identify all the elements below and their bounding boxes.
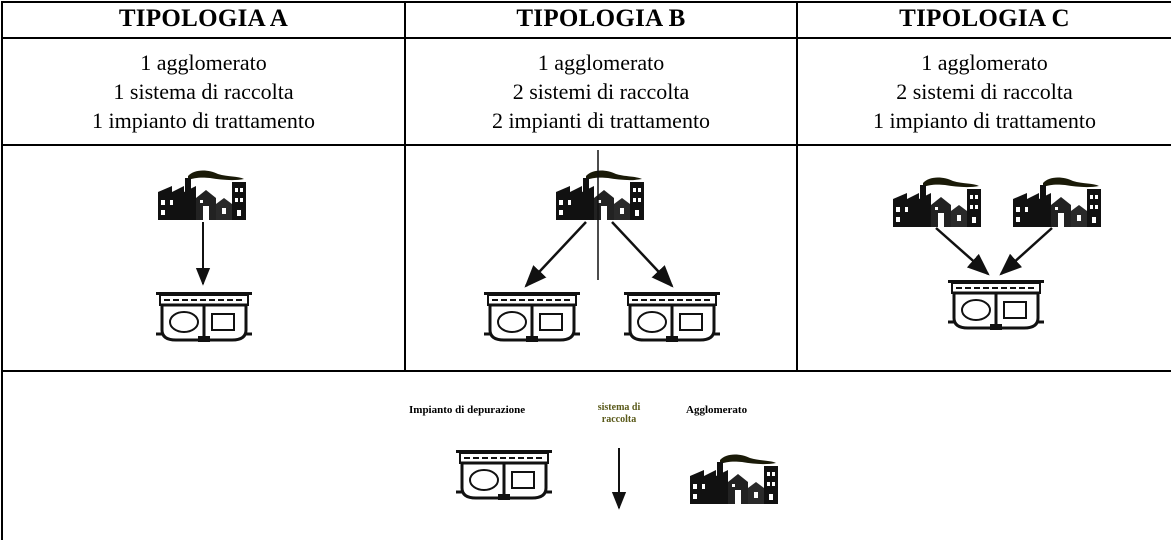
arrow-icon [935, 227, 990, 276]
legend-plant-label: Impianto di depurazione [409, 404, 526, 416]
column-c-line-2: 2 sistemi di raccolta [896, 78, 1073, 104]
column-b-line-3: 2 impianti di trattamento [491, 107, 711, 133]
row-divider-diagram [1, 370, 1171, 372]
column-a-line-1: 1 agglomerato [140, 49, 267, 75]
legend-arrow-icon [611, 448, 627, 510]
treatment-plant-icon [156, 290, 252, 342]
column-divider-2 [796, 1, 798, 371]
arrow-icon [524, 221, 587, 288]
treatment-plant-icon [624, 290, 720, 342]
arrow-icon [999, 227, 1053, 276]
table-border-top [1, 1, 1171, 3]
legend-collection-line-1: sistema di [597, 402, 641, 413]
row-divider-description [1, 144, 1171, 146]
column-b-line-1: 1 agglomerato [537, 49, 665, 75]
column-c-line-3: 1 impianto di trattamento [872, 107, 1096, 133]
legend-collection-label: sistema di raccolta [584, 402, 654, 426]
arrow-icon [195, 222, 211, 286]
column-b-line-2: 2 sistemi di raccolta [512, 78, 690, 104]
legend-agglomerate-label: Agglomerato [686, 404, 748, 416]
legend-agglomerate-icon [690, 452, 780, 504]
column-c-title: TIPOLOGIA C [899, 5, 1070, 32]
legend-collection-line-2: raccolta [601, 414, 637, 425]
column-a-description: 1 agglomerato 1 sistema di raccolta 1 im… [3, 40, 404, 142]
column-divider-1 [404, 1, 406, 371]
column-b-title: TIPOLOGIA B [516, 5, 686, 32]
agglomerate-icon [893, 175, 983, 227]
column-b-description: 1 agglomerato 2 sistemi di raccolta 2 im… [406, 40, 796, 142]
column-c-line-1: 1 agglomerato [921, 49, 1048, 75]
agglomerate-icon [556, 168, 646, 220]
agglomerate-icon [1013, 175, 1103, 227]
row-divider-header [1, 37, 1171, 39]
arrow-icon [611, 221, 674, 288]
agglomerate-icon [158, 168, 248, 220]
column-c-description: 1 agglomerato 2 sistemi di raccolta 1 im… [798, 40, 1171, 142]
collection-divider-line [597, 150, 599, 280]
treatment-plant-icon [484, 290, 580, 342]
table-border-left [1, 1, 3, 540]
treatment-plant-icon [948, 278, 1044, 330]
column-a-line-3: 1 impianto di trattamento [91, 107, 315, 133]
column-a-line-2: 1 sistema di raccolta [113, 78, 294, 104]
column-a-title: TIPOLOGIA A [118, 5, 289, 32]
legend-treatment-plant-icon [456, 448, 552, 500]
